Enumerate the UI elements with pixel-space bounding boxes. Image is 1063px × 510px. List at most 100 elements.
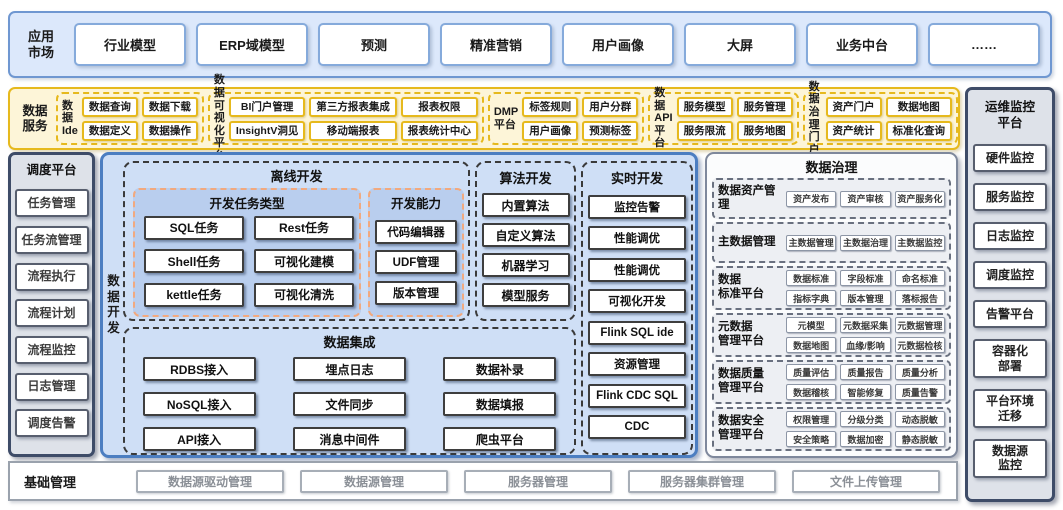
governance-item: 数据稽核 xyxy=(786,384,837,400)
service-group-label: 数据治理 门户 xyxy=(808,80,820,156)
governance-section-items: 主数据管理主数据治理主数据监控 xyxy=(786,234,945,251)
governance-item: 命名标准 xyxy=(894,270,945,286)
service-item: 服务管理 xyxy=(736,96,793,117)
governance-item: 资产审核 xyxy=(840,190,891,207)
app-market-item: 行业模型 xyxy=(74,23,186,66)
service-item: 报表统计中心 xyxy=(400,120,478,141)
service-item: 移动端报表 xyxy=(309,120,397,141)
schedule-item: 流程执行 xyxy=(14,262,89,291)
integration-item: 消息中间件 xyxy=(292,427,406,451)
service-item: 标准化查询 xyxy=(885,120,952,141)
integration-item: 爬虫平台 xyxy=(443,427,557,451)
base-mgmt-label: 基础管理 xyxy=(24,474,77,490)
governance-item: 质量报告 xyxy=(840,364,891,380)
app-market-item: ERP域模型 xyxy=(196,23,308,66)
governance-item: 元数据检核 xyxy=(894,337,945,353)
schedule-item: 任务流管理 xyxy=(14,225,89,254)
governance-section-items: 质量评估质量报告质量分析数据稽核智能修复质量告警 xyxy=(786,364,945,400)
service-item: 用户分群 xyxy=(582,96,639,117)
ops-monitor-item: 数据源 监控 xyxy=(973,439,1047,478)
governance-item: 分级分类 xyxy=(840,411,891,427)
schedule-items: 任务管理任务流管理流程执行流程计划流程监控日志管理调度告警 xyxy=(11,181,92,446)
app-market-item: 精准营销 xyxy=(440,23,552,66)
service-item: 服务限流 xyxy=(676,120,733,141)
base-mgmt-item: 服务器管理 xyxy=(464,469,612,493)
realtime-item: Flink SQL ide xyxy=(588,320,686,345)
service-group-data-ide: 数据 Ide 数据查询数据下载数据定义数据操作 xyxy=(56,92,204,145)
governance-section-master-data: 主数据管理 主数据管理主数据治理主数据监控 xyxy=(712,222,951,263)
algorithm-dev-section: 算法开发 内置算法自定义算法机器学习模型服务 xyxy=(475,161,576,321)
governance-item: 质量评估 xyxy=(786,364,837,380)
service-item: 用户画像 xyxy=(522,120,579,141)
task-type-item: 可视化清洗 xyxy=(254,282,354,307)
service-group-label: 数据可 视化平台 xyxy=(213,74,225,162)
task-type-item: SQL任务 xyxy=(144,215,244,240)
governance-item: 版本管理 xyxy=(840,290,891,306)
data-services-label: 数据 服务 xyxy=(22,103,48,133)
realtime-item: 资源管理 xyxy=(588,352,686,377)
governance-item: 元数据采集 xyxy=(840,317,891,333)
schedule-title: 调度平台 xyxy=(26,163,77,177)
schedule-item: 日志管理 xyxy=(14,372,89,401)
app-market-item: 预测 xyxy=(318,23,430,66)
integration-item: API接入 xyxy=(142,427,256,451)
governance-item: 数据地图 xyxy=(786,337,837,353)
service-item: 预测标签 xyxy=(582,120,639,141)
realtime-item: CDC xyxy=(588,415,686,440)
service-item: 数据查询 xyxy=(81,96,138,117)
governance-section-label: 数据质量 管理平台 xyxy=(718,368,764,394)
base-mgmt-item: 服务器集群管理 xyxy=(628,469,776,493)
service-group-label: DMP 平台 xyxy=(493,105,519,131)
task-type-item: kettle任务 xyxy=(144,282,244,307)
ops-monitor-items: 硬件监控服务监控日志监控调度监控告警平台容器化 部署平台环境 迁移数据源 监控 xyxy=(968,133,1052,489)
governance-item: 安全策略 xyxy=(786,431,837,447)
task-type-item: 可视化建模 xyxy=(254,249,354,273)
service-item: 资产门户 xyxy=(825,96,882,117)
realtime-item: 可视化开发 xyxy=(588,289,686,314)
integration-item: 数据补录 xyxy=(443,357,557,381)
integration-item: 数据填报 xyxy=(443,392,557,416)
governance-section-security: 数据安全 管理平台 权限管理分级分类动态脱敏安全策略数据加密静态脱敏 xyxy=(712,407,951,451)
algorithm-item: 内置算法 xyxy=(481,193,570,217)
algorithm-item: 自定义算法 xyxy=(481,223,570,247)
governance-section-standards: 数据 标准平台 数据标准字段标准命名标准指标字典版本管理落标报告 xyxy=(712,266,951,310)
dev-capabilities-title: 开发能力 xyxy=(390,197,441,211)
governance-item: 资产服务化 xyxy=(894,190,945,207)
ops-monitor-item: 日志监控 xyxy=(973,222,1047,251)
governance-section-items: 元模型元数据采集元数据管理数据地图血缘/影响元数据检核 xyxy=(786,317,945,353)
app-market-item: 用户画像 xyxy=(562,23,674,66)
service-group-visualization: 数据可 视化平台 BI门户管理第三方报表集成报表权限InsightV洞见移动端报… xyxy=(207,74,484,162)
task-type-item: Rest任务 xyxy=(254,215,354,240)
service-group-items: 数据查询数据下载数据定义数据操作 xyxy=(81,96,198,141)
ops-monitor-item: 调度监控 xyxy=(973,261,1047,290)
integration-item: 埋点日志 xyxy=(292,357,406,381)
governance-item: 元模型 xyxy=(786,317,837,333)
governance-section-quality: 数据质量 管理平台 质量评估质量报告质量分析数据稽核智能修复质量告警 xyxy=(712,360,951,404)
governance-item: 质量分析 xyxy=(894,364,945,380)
base-mgmt-items: 数据源驱动管理数据源管理服务器管理服务器集群管理文件上传管理 xyxy=(120,469,956,493)
service-group-governance-portal: 数据治理 门户 资产门户数据地图资产统计标准化查询 xyxy=(802,81,958,156)
app-market-item: 大屏 xyxy=(684,23,796,66)
governance-item: 落标报告 xyxy=(894,290,945,306)
ops-monitor-title: 运维监控 平台 xyxy=(984,100,1035,130)
schedule-item: 调度告警 xyxy=(14,409,89,438)
algorithm-items: 内置算法自定义算法机器学习模型服务 xyxy=(477,187,574,317)
ops-monitor-item: 平台环境 迁移 xyxy=(973,389,1047,429)
capability-item: 代码编辑器 xyxy=(375,219,457,244)
algorithm-item: 机器学习 xyxy=(481,253,570,277)
governance-item: 主数据监控 xyxy=(894,234,945,251)
schedule-item: 任务管理 xyxy=(14,189,89,218)
service-group-label: 数据 Ide xyxy=(62,99,78,137)
governance-section-label: 主数据管理 xyxy=(718,235,776,248)
service-item: BI门户管理 xyxy=(228,96,306,117)
governance-title: 数据治理 xyxy=(805,160,858,175)
service-item: 数据定义 xyxy=(81,120,138,141)
